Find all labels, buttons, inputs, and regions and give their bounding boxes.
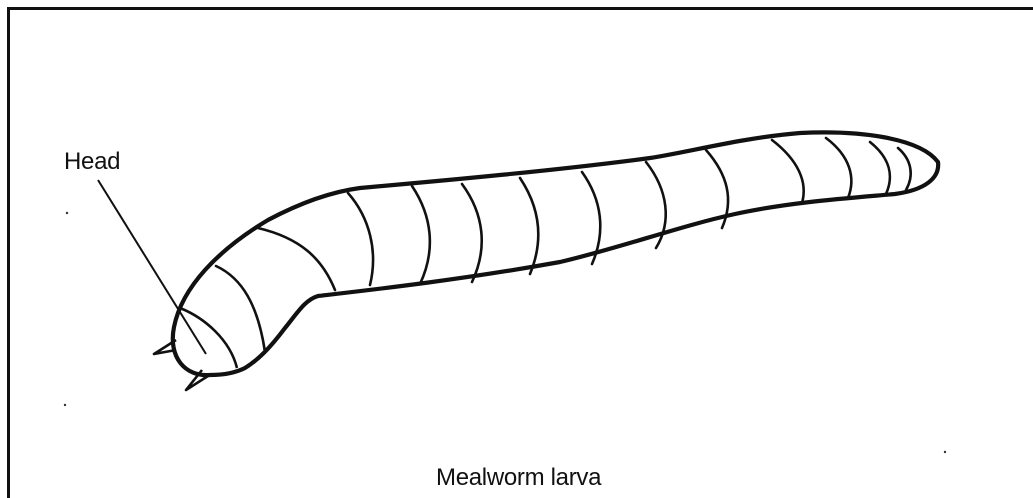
segment-line [898, 148, 911, 190]
segment-line [462, 184, 482, 282]
segment-line [258, 228, 335, 290]
segment-line [772, 140, 804, 203]
segment-line [826, 138, 851, 198]
speck [66, 212, 68, 214]
larva-body-outline [173, 132, 938, 375]
figure-caption: Mealworm larva [436, 464, 601, 492]
head-segment-line [180, 308, 237, 368]
speck [64, 404, 66, 406]
segment-line [348, 193, 373, 285]
head-label: Head [64, 148, 120, 176]
segment-line [870, 142, 890, 194]
head-leader-line [98, 180, 206, 354]
segment-line [582, 172, 600, 264]
segment-line [520, 178, 538, 274]
segment-line [412, 186, 430, 284]
speck [944, 451, 946, 453]
